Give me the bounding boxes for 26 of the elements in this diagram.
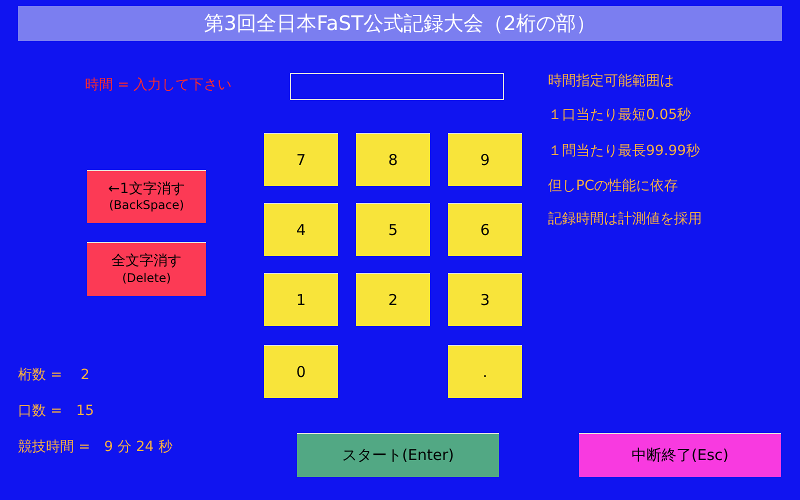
title-bar: 第3回全日本FaST公式記録大会（2桁の部）	[18, 6, 782, 41]
key-button: 0	[264, 345, 338, 398]
info-text: 桁数 = 2	[18, 366, 90, 384]
key-button: 5	[356, 203, 430, 256]
key-button: 3	[448, 273, 522, 326]
key-button: 8	[356, 133, 430, 186]
action-button: スタート(Enter)	[297, 433, 499, 477]
info-text: １問当たり最長99.99秒	[548, 142, 700, 160]
action-button: ←1文字消す (BackSpace)	[87, 170, 206, 223]
info-text: 競技時間 = 9 分 24 秒	[18, 438, 172, 456]
action-button: 中断終了(Esc)	[579, 433, 781, 477]
key-button: 1	[264, 273, 338, 326]
key-button: .	[448, 345, 522, 398]
input-field	[290, 73, 504, 100]
key-button: 7	[264, 133, 338, 186]
info-text: 口数 = 15	[18, 402, 94, 420]
key-button: 6	[448, 203, 522, 256]
info-text: 記録時間は計測値を採用	[548, 210, 702, 228]
action-button: 全文字消す (Delete)	[87, 242, 206, 296]
prompt-text: 時間 = 入力して下さい	[85, 76, 232, 94]
info-text: 但しPCの性能に依存	[548, 177, 678, 195]
key-button: 9	[448, 133, 522, 186]
info-text: 時間指定可能範囲は	[548, 72, 674, 90]
key-button: 4	[264, 203, 338, 256]
info-text: １口当たり最短0.05秒	[548, 106, 692, 124]
key-button: 2	[356, 273, 430, 326]
